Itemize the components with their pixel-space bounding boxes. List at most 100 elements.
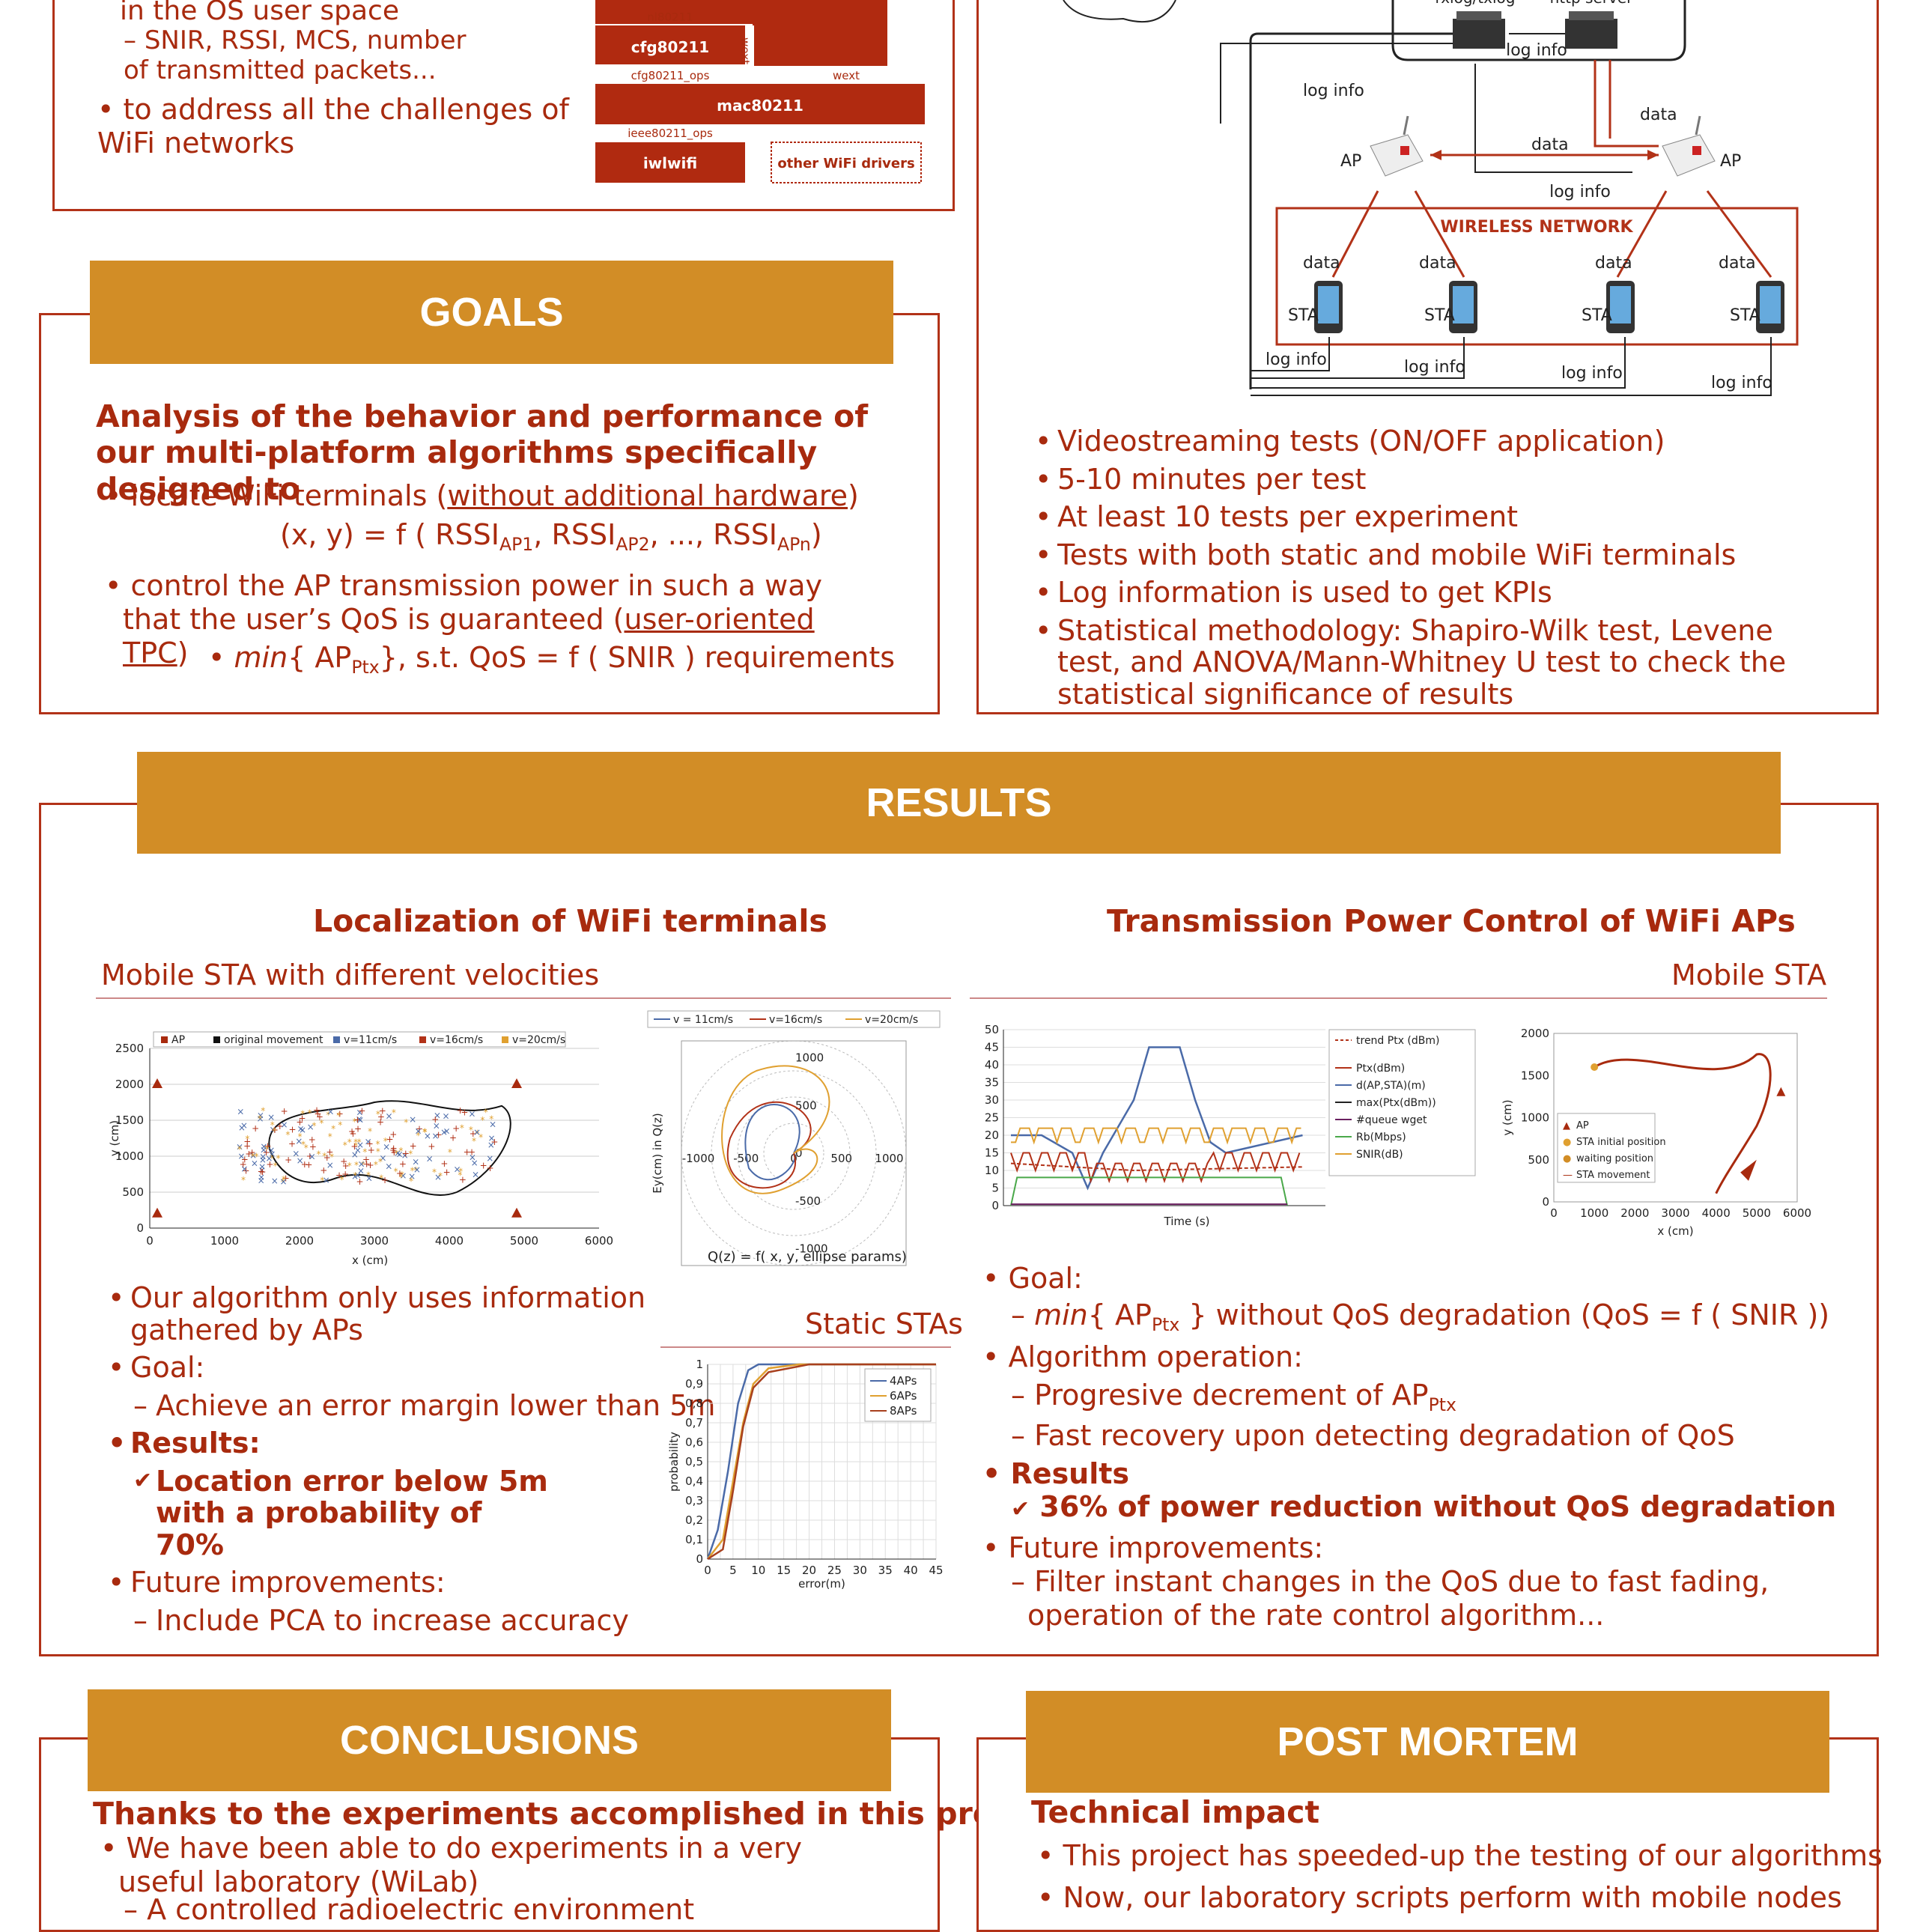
estimate-point: + [363,1158,371,1169]
estimate-point: * [354,1160,359,1170]
x-axis-label: Time (s) [1164,1215,1210,1228]
estimate-point: × [258,1161,266,1172]
series-ptx [1010,1151,1301,1184]
estimate-point: * [408,1149,413,1159]
y-tick-label: 2500 [115,1042,144,1055]
estimate-point: × [351,1149,359,1160]
legend-entry: d(AP,STA)(m) [1356,1080,1426,1092]
estimate-point: * [378,1157,383,1167]
ap-right-icon [1662,115,1716,177]
series-v20 [721,1065,830,1194]
series-rb [1010,1176,1288,1206]
estimate-point: × [488,1133,496,1143]
server1-label: rxlog/txlog [1436,0,1516,7]
x-axis-label: error(m) [798,1577,845,1591]
x-tick-label: 0 [704,1564,711,1577]
loc-bullet: Goal: [105,1352,659,1384]
estimate-point: * [404,1117,408,1128]
estimate-point: × [356,1114,364,1125]
estimate-point: + [309,1142,317,1152]
estimate-point: * [301,1139,306,1149]
legend-entry: v=20cm/s [512,1034,565,1046]
estimate-point: + [486,1163,493,1173]
estimate-point: * [353,1137,358,1148]
tpc-goal: • Goal: [982,1262,1083,1295]
server-icon [1453,11,1505,49]
intro-bullet-text: to address all the challenges of WiFi ne… [97,93,569,160]
estimate-point: * [366,1170,371,1180]
estimate-point: * [272,1126,276,1136]
legend-box [153,1031,566,1048]
formula-sub: APn [777,534,811,556]
postmortem-lead: Technical impact [1031,1794,1320,1830]
estimate-point: × [408,1171,416,1182]
log-info-label: log info [1266,350,1327,369]
log-info-label: log info [1506,41,1567,60]
estimate-point: * [245,1134,249,1144]
estimate-point: × [468,1108,476,1119]
estimate-point: × [434,1172,442,1182]
estimate-point: * [398,1172,403,1182]
estimate-point: + [243,1166,250,1176]
estimate-point: + [389,1129,397,1140]
estimate-point: + [288,1125,296,1135]
testbed-diagram: rxlog/txlog http server log info log inf… [1063,0,1799,396]
legend-entry: 8APs [890,1404,917,1418]
y-axis-label: y (cm) [1501,1099,1514,1135]
estimate-point: × [271,1176,279,1186]
estimate-point: × [292,1149,300,1159]
estimate-point: × [260,1144,267,1155]
estimate-point: * [270,1120,275,1130]
estimate-point: * [458,1170,462,1180]
estimate-point: * [393,1167,398,1177]
estimate-point: * [422,1127,427,1137]
y-tick-label: 0,9 [685,1377,703,1391]
x-axis-label: x (cm) [352,1254,388,1267]
polar-caption: Q(z) = f( x, y, ellipse params) [708,1249,907,1265]
series-distance [1011,1046,1303,1191]
cfg80211-label: cfg80211 [631,38,709,56]
tpc-bullets: • Goal: – min{ APPtx } without QoS degra… [982,1262,1844,1632]
x-tick-label: 0 [146,1234,154,1248]
ap-marker [152,1207,162,1218]
goals-lead: Analysis of the behavior and performance… [96,398,869,507]
estimate-point: * [347,1161,352,1171]
goals-bullet-3: • min{ APPtx}, s.t. QoS = f ( SNIR ) req… [208,641,896,678]
estimate-point: * [438,1170,443,1181]
goals-b3-post: }, s.t. QoS = f ( SNIR ) requirements [379,641,896,674]
goals-formula: (x, y) = f ( RSSIAP1, RSSIAP2, ..., RSSI… [280,518,822,556]
tpc-op2: – Fast recovery upon detecting degradati… [1011,1418,1735,1452]
polar-frame [681,1040,907,1266]
tpc-goal-pre: { AP [1087,1298,1152,1331]
legend-entry: STA initial position [1576,1137,1666,1148]
estimate-point: + [443,1167,451,1177]
estimate-point: * [258,1114,262,1124]
estimate-point: × [356,1140,364,1150]
formula-sub: AP2 [616,534,650,556]
testbed-bullet: Statistical methodology: Shapiro-Wilk te… [1032,615,1841,711]
loc-divider [96,997,951,999]
y-tick-label: 0,2 [685,1513,703,1527]
ap-label: AP [1720,152,1741,171]
estimate-point: + [341,1169,349,1179]
estimate-point: * [241,1175,246,1185]
x-tick-label: 35 [878,1564,893,1577]
tpc-op1-text: Progresive decrement of AP [1034,1378,1429,1412]
original-movement-path [268,1100,511,1196]
other-drivers-label: other WiFi drivers [777,156,914,171]
formula-part: , RSSI [533,518,616,551]
legend-swatch [419,1036,426,1043]
estimate-point: × [365,1173,373,1183]
x-tick-label: 30 [853,1564,867,1577]
estimate-point: * [416,1130,420,1140]
intro-line0: in the OS user space [120,0,399,26]
estimate-point: * [331,1123,335,1134]
estimate-point: * [336,1111,341,1121]
estimate-point: × [471,1158,479,1168]
estimate-point: * [376,1139,380,1149]
estimate-point: × [432,1131,440,1141]
estimate-point: × [433,1120,440,1131]
estimate-point: × [323,1175,330,1185]
estimate-point: * [353,1170,357,1181]
sta-label: STA [1288,306,1319,325]
